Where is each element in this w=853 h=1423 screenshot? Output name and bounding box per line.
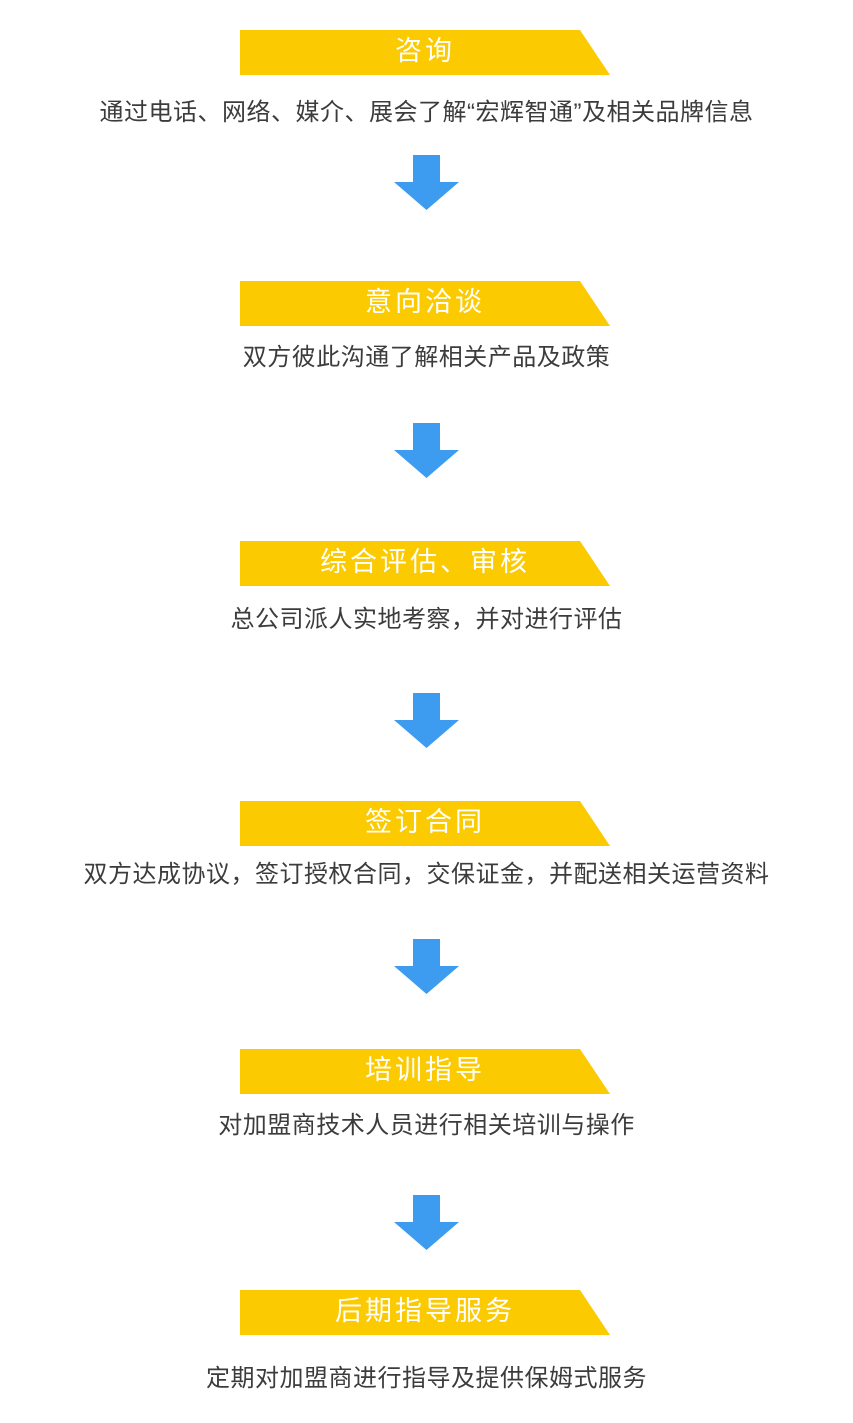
- step-banner-2: 意向洽谈: [240, 281, 610, 326]
- step-description-1: 通过电话、网络、媒介、展会了解“宏辉智通”及相关品牌信息: [99, 99, 754, 126]
- step-description-2: 双方彼此沟通了解相关产品及政策: [242, 344, 611, 371]
- step-banner-1: 咨询: [240, 30, 610, 75]
- down-arrow-icon: [394, 693, 459, 748]
- step-title-5: 培训指导: [365, 1055, 485, 1085]
- step-title-6: 后期指导服务: [335, 1296, 515, 1326]
- step-title-4: 签订合同: [365, 807, 485, 837]
- down-arrow-icon: [394, 939, 459, 994]
- step-banner-3: 综合评估、审核: [240, 541, 610, 586]
- down-arrow-icon: [394, 155, 459, 210]
- step-banner-5: 培训指导: [240, 1049, 610, 1094]
- step-title-3: 综合评估、审核: [320, 547, 530, 577]
- step-description-3: 总公司派人实地考察，并对进行评估: [230, 606, 623, 633]
- step-title-1: 咨询: [395, 36, 455, 66]
- step-banner-4: 签订合同: [240, 801, 610, 846]
- step-banner-6: 后期指导服务: [240, 1290, 610, 1335]
- step-description-5: 对加盟商技术人员进行相关培训与操作: [218, 1112, 635, 1139]
- step-description-6: 定期对加盟商进行指导及提供保姆式服务: [206, 1365, 647, 1392]
- step-title-2: 意向洽谈: [365, 287, 485, 317]
- down-arrow-icon: [394, 1195, 459, 1250]
- down-arrow-icon: [394, 423, 459, 478]
- step-description-4: 双方达成协议，签订授权合同，交保证金，并配送相关运营资料: [83, 861, 770, 888]
